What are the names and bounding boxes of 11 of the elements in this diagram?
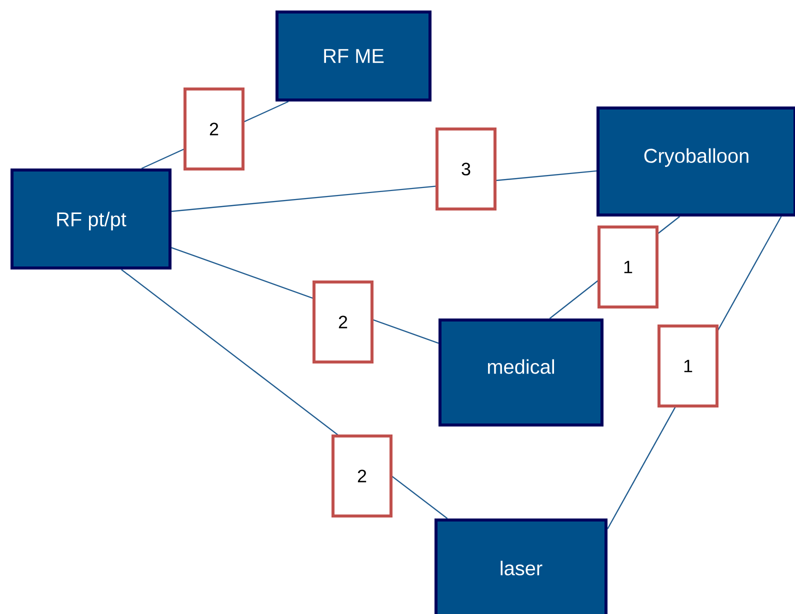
edge-label: 2 xyxy=(184,88,244,170)
edge-label: 2 xyxy=(332,434,392,518)
process-box: RF ME xyxy=(276,10,432,102)
process-box: laser xyxy=(434,518,608,614)
edge-label: 1 xyxy=(598,226,658,308)
edge-label: 2 xyxy=(312,280,374,364)
process-box: medical xyxy=(438,318,604,426)
edge-label: 3 xyxy=(436,128,496,210)
process-box: RF pt/pt xyxy=(10,168,172,270)
process-box: Cryoballoon xyxy=(596,106,795,216)
edge-label: 1 xyxy=(658,324,718,408)
